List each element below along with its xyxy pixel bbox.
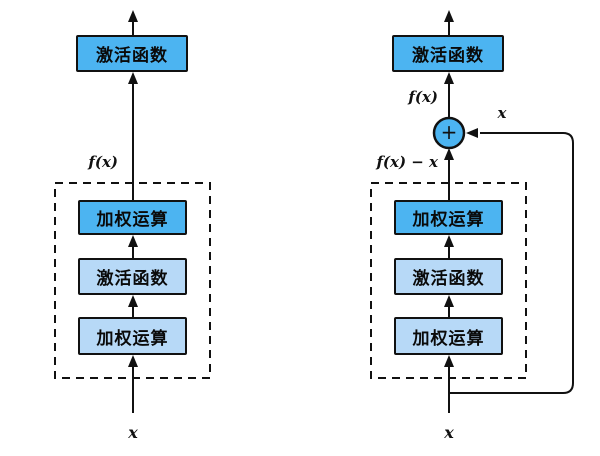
right-fx-label: f(x) [408, 88, 438, 106]
right-weight-box-top: 加权运算 [394, 200, 503, 235]
right-inner-arrowhead-1-icon [444, 235, 454, 247]
left-input-x-label: x [128, 423, 138, 442]
right-output-arrowhead-icon [444, 10, 454, 22]
right-input-x-label: x [444, 423, 454, 442]
left-weight-box-top: 加权运算 [78, 200, 187, 235]
residual-fx-minus-x-label: f(x) − x [376, 153, 438, 171]
skip-arrowhead-icon [466, 128, 478, 138]
left-fx-label: f(x) [88, 153, 118, 171]
plus-operator-icon: + [440, 120, 458, 144]
right-weight-box-bottom: 加权运算 [394, 317, 503, 355]
left-output-activation-box: 激活函数 [76, 35, 188, 72]
left-fx-arrowhead-icon [128, 72, 138, 84]
plus-junction-circle [432, 116, 466, 150]
skip-connection-path [450, 132, 574, 394]
right-output-activation-box: 激活函数 [392, 35, 504, 72]
left-activation-box-middle: 激活函数 [78, 258, 187, 295]
left-weight-box-bottom: 加权运算 [78, 317, 187, 355]
right-fx-arrowhead-icon [444, 72, 454, 84]
right-inner-arrowhead-2-icon [444, 295, 454, 307]
skip-x-label: x [497, 104, 507, 122]
right-input-arrowhead-icon [444, 355, 454, 367]
left-input-arrowhead-icon [128, 355, 138, 367]
left-inner-arrowhead-2-icon [128, 295, 138, 307]
right-residual-arrowhead-icon [444, 148, 454, 160]
right-activation-box-middle: 激活函数 [394, 258, 503, 295]
left-inner-arrowhead-1-icon [128, 235, 138, 247]
left-output-arrowhead-icon [128, 10, 138, 22]
